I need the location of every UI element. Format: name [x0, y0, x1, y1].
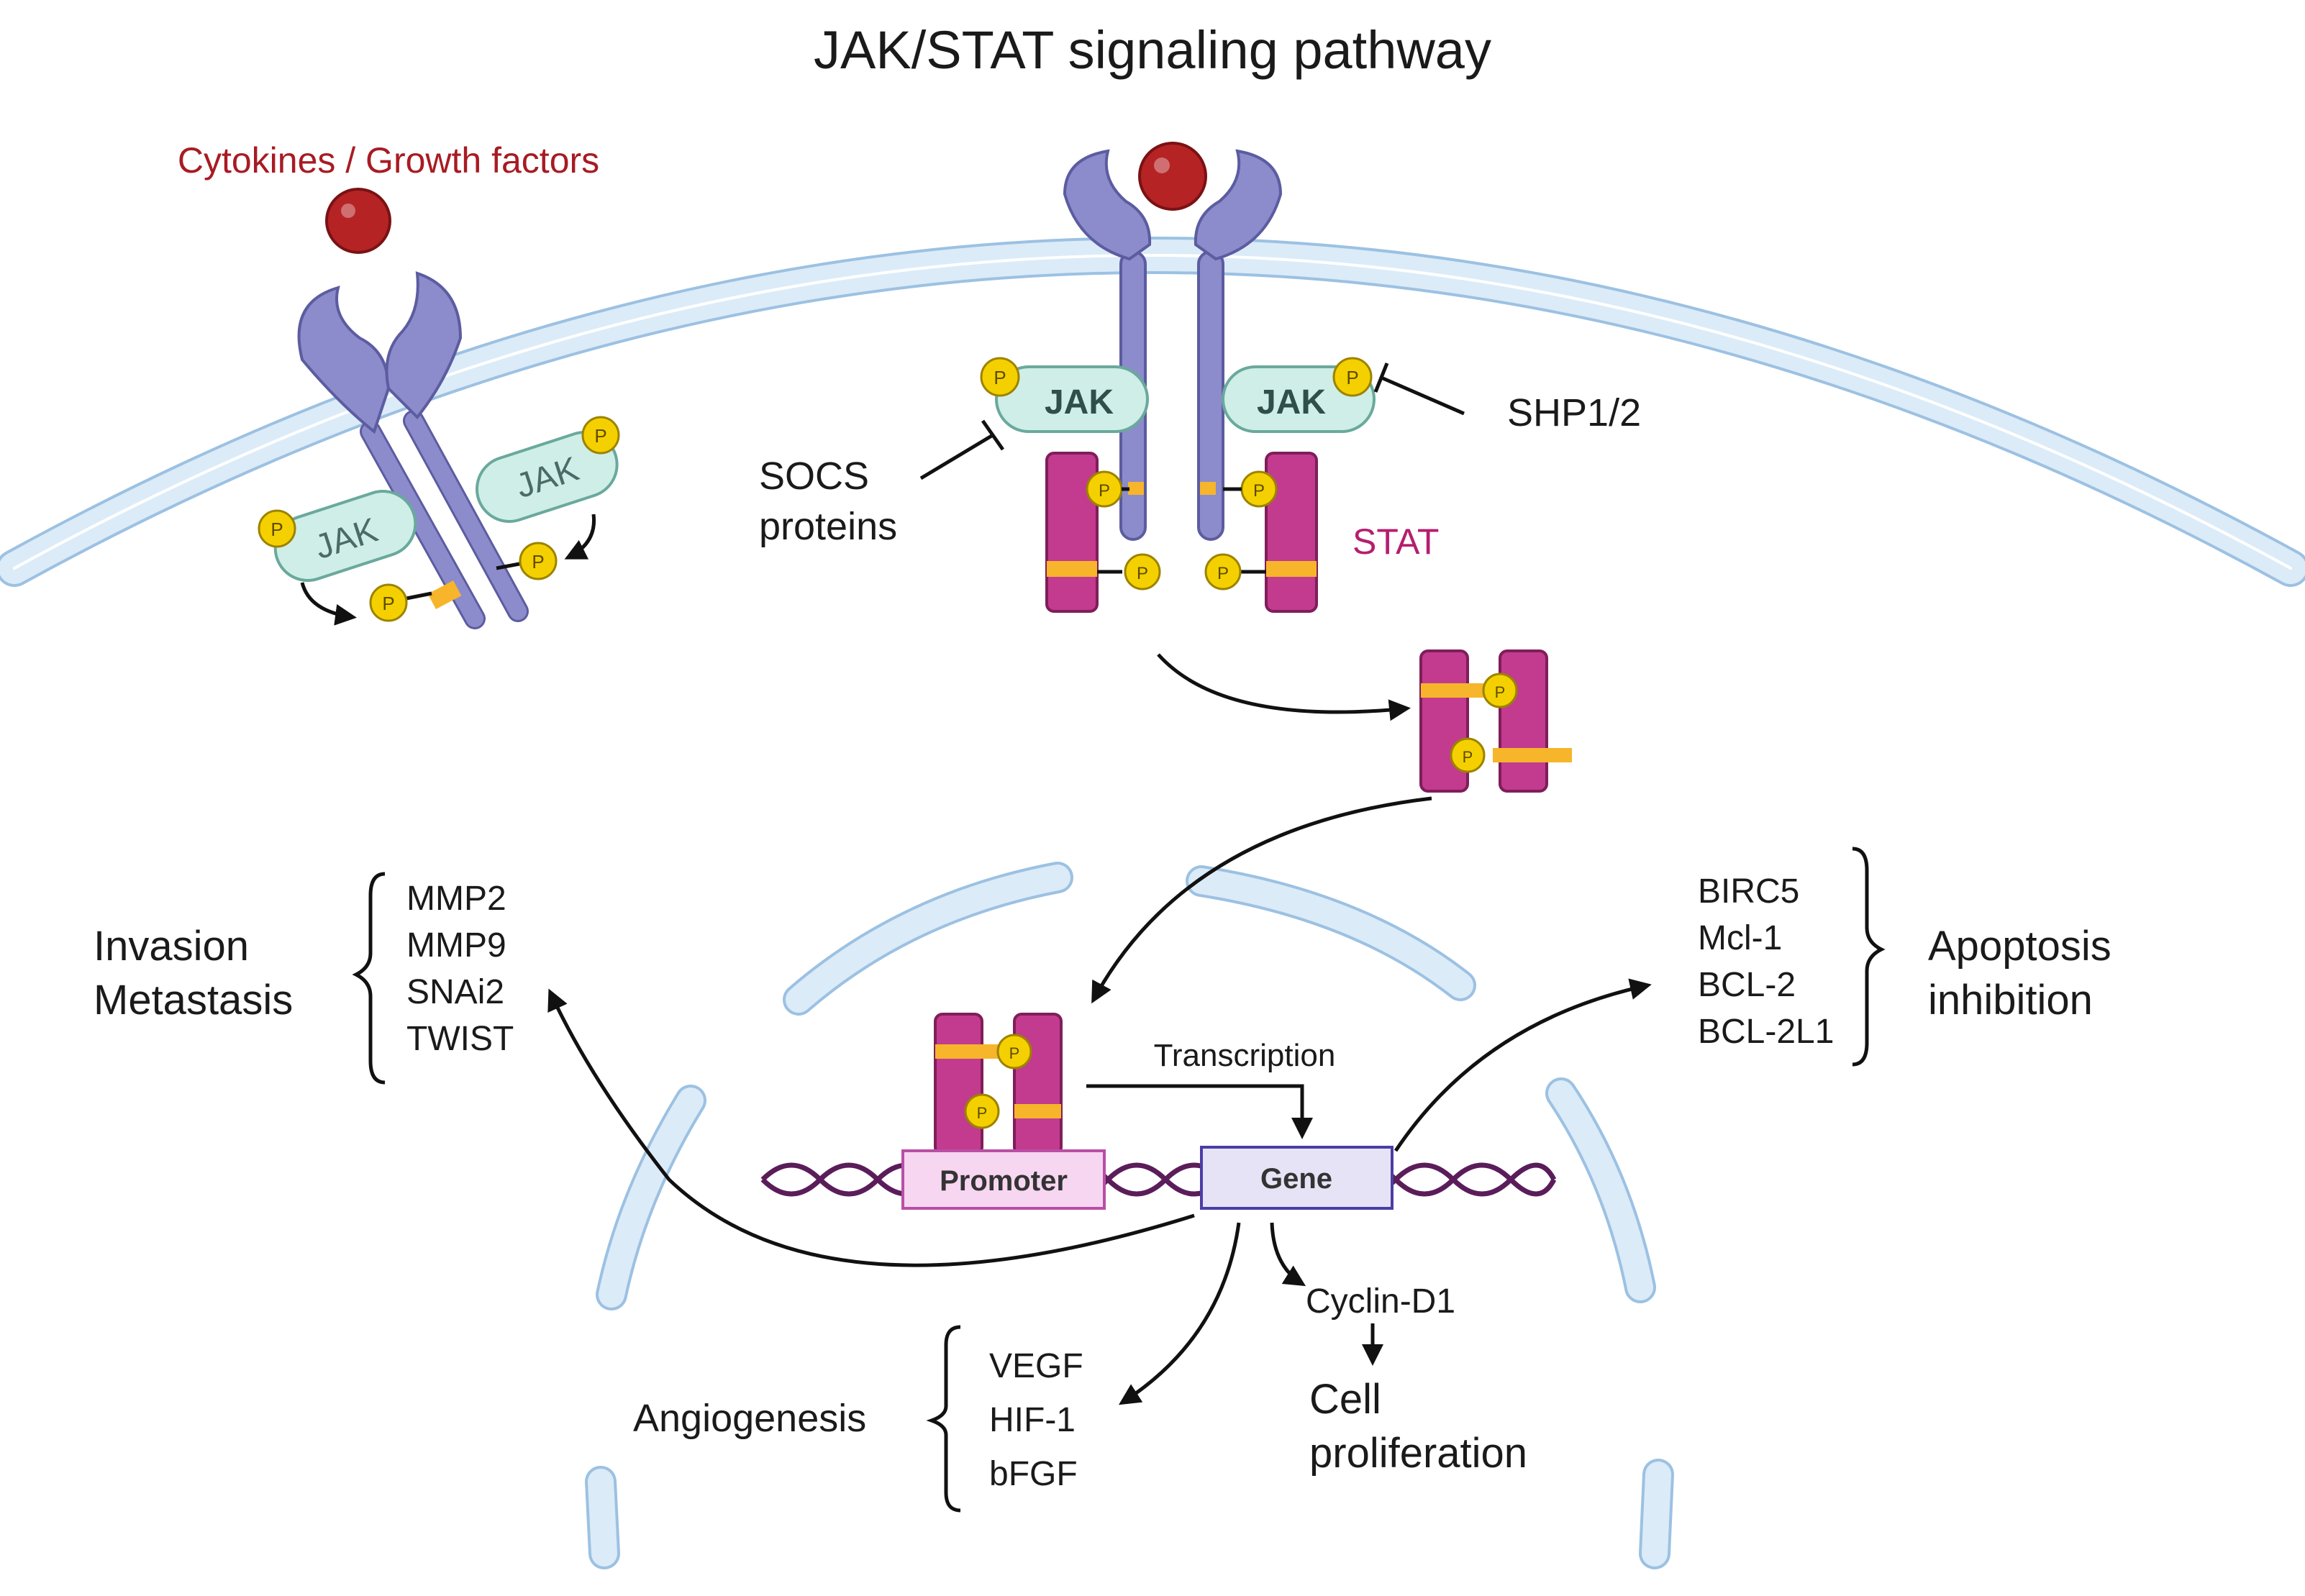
angiogenesis-gene-3: bFGF [989, 1455, 1078, 1493]
phospho-label: P [977, 1104, 988, 1122]
diagram-title: JAK/STAT signaling pathway [814, 20, 1491, 80]
jak-left-1: JAK [273, 490, 417, 582]
phospho-label: P [994, 367, 1006, 388]
invasion-gene-4: TWIST [406, 1020, 514, 1058]
jak-label: JAK [1045, 383, 1114, 421]
ligand-free [325, 188, 391, 254]
jak-center-right: JAK P [1222, 357, 1376, 433]
angiogenesis-label: Angiogenesis [633, 1397, 866, 1440]
gene-label: Gene [1260, 1163, 1332, 1195]
active-receptor [1063, 142, 1283, 541]
phospho-label: P [382, 593, 394, 614]
apoptosis-label-line2: inhibition [1928, 977, 2093, 1023]
phospho-label: P [1495, 683, 1506, 701]
apoptosis-gene-1: BIRC5 [1698, 872, 1799, 911]
phospho-label: P [532, 551, 544, 573]
angiogenesis-gene-2: HIF-1 [989, 1401, 1076, 1439]
invasion-gene-2: MMP9 [406, 926, 506, 965]
apoptosis-gene-4: BCL-2L1 [1698, 1013, 1834, 1051]
apoptosis-label-line1: Apoptosis [1928, 923, 2111, 970]
phospho-label: P [1217, 564, 1229, 583]
invasion-label-line1: Invasion [94, 923, 249, 970]
jak-label: JAK [1257, 383, 1326, 421]
socs-inhibition [919, 419, 1005, 480]
stat-label: STAT [1352, 521, 1439, 562]
promoter-box [901, 1149, 1106, 1210]
phospho-label: P [1346, 367, 1358, 388]
phospho-label: P [1137, 564, 1148, 583]
invasion-gene-3: SNAi2 [406, 973, 504, 1011]
autophosphorylation-arrows [300, 514, 596, 626]
shp-label: SHP1/2 [1507, 391, 1641, 434]
gene-box [1200, 1146, 1394, 1210]
socs-label-line1: SOCS [759, 455, 869, 498]
phospho-label: P [270, 519, 283, 540]
phospho-group-left: P P P P [258, 416, 620, 622]
proliferation-label-line2: proliferation [1309, 1430, 1527, 1477]
phospho-label: P [1253, 481, 1265, 501]
braces [352, 847, 1886, 1513]
stat-dimer-nucleus: P P [934, 1013, 1063, 1156]
angiogenesis-gene-1: VEGF [989, 1347, 1083, 1385]
phospho-label: P [1009, 1044, 1020, 1062]
transcription-arrow [1086, 1084, 1313, 1139]
ligand-label: Cytokines / Growth factors [178, 140, 599, 181]
transcription-label: Transcription [1154, 1038, 1336, 1073]
cyclin-label: Cyclin-D1 [1306, 1282, 1455, 1321]
dna-helix [760, 1162, 1557, 1197]
invasion-label-line2: Metastasis [94, 977, 293, 1023]
phospho-label: P [1099, 481, 1110, 501]
shp-inhibition [1373, 362, 1465, 416]
phospho-label: P [594, 425, 606, 447]
promoter-label: Promoter [940, 1165, 1068, 1197]
phospho-label: P [1463, 748, 1473, 766]
inactive-receptor [297, 188, 529, 629]
jak-center-left: JAK P [980, 357, 1149, 433]
stat-dimer-cytoplasm: P P [1419, 649, 1572, 793]
proliferation-label-line1: Cell [1309, 1376, 1381, 1423]
ligand-bound [1138, 142, 1207, 211]
socs-label-line2: proteins [759, 505, 897, 548]
apoptosis-gene-2: Mcl-1 [1698, 919, 1782, 957]
nuclear-envelope [585, 862, 1674, 1569]
jak-left-2: JAK [476, 430, 619, 523]
flow-arrows [547, 653, 1652, 1405]
invasion-gene-1: MMP2 [406, 880, 506, 918]
stat-pair-receptor: P P P P [1045, 452, 1318, 613]
apoptosis-gene-3: BCL-2 [1698, 966, 1796, 1004]
